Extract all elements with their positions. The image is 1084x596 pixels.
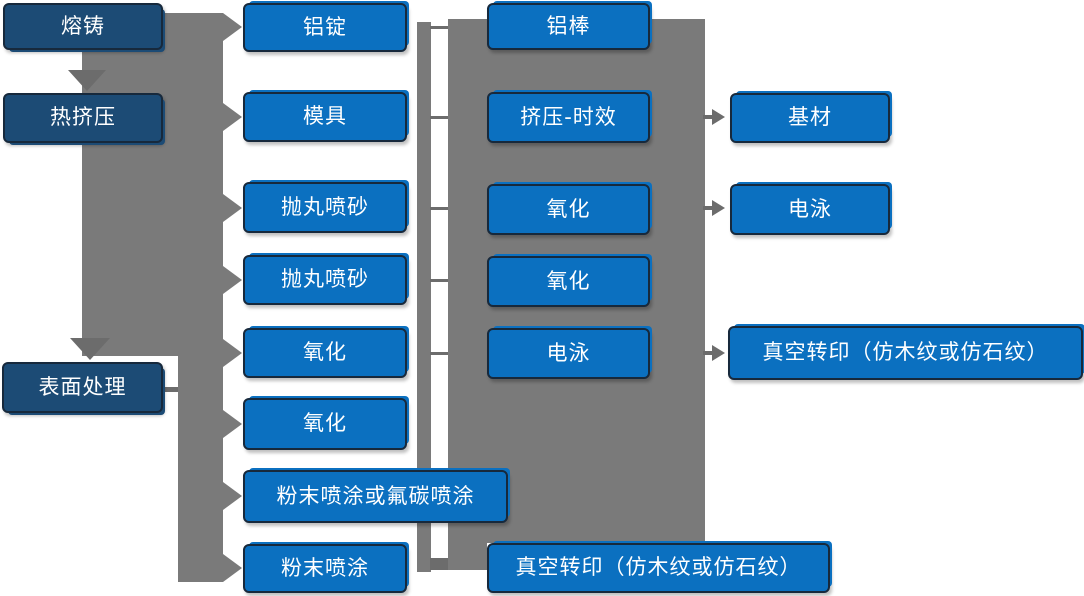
node-oxidation-c: 氧化 [487,184,650,235]
node-vacuum-transfer-a: 真空转印（仿木纹或仿石纹） [487,543,830,593]
node-powder-coating: 粉末喷涂 [243,544,407,593]
arrow-right-row2-icon [223,103,242,131]
link-row8 [430,558,448,570]
node-electrophoresis-a: 电泳 [487,328,650,379]
flow-band-merge [417,22,431,572]
arrow-right-row7-icon [223,482,242,510]
arrow-tail-electrophoresis [703,206,714,210]
node-substrate: 基材 [730,93,890,143]
node-mold: 模具 [243,92,407,142]
arrow-to-substrate-icon [712,109,725,125]
node-shot-blast-1: 抛丸喷砂 [243,182,407,233]
arrow-right-row3-icon [223,194,242,222]
node-surface-treatment: 表面处理 [2,362,163,413]
node-powder-or-fluorocarbon-coating: 粉末喷涂或氟碳喷涂 [243,470,508,523]
link-row5 [430,352,448,355]
link-row2 [430,116,448,119]
arrow-tail-substrate [703,115,714,119]
flow-band-stage1 [82,13,223,356]
node-oxidation-b: 氧化 [243,398,407,450]
flow-band-surface [178,356,223,582]
arrow-to-vacuum-transfer-icon [712,345,725,361]
arrow-right-row8-icon [223,554,242,582]
node-oxidation-d: 氧化 [487,256,650,307]
arrow-right-row1-icon [223,13,242,41]
link-row4 [430,279,448,282]
node-oxidation-a: 氧化 [243,328,407,378]
node-shot-blast-2: 抛丸喷砂 [243,255,407,305]
node-melt-casting: 熔铸 [3,3,163,50]
link-row3 [430,207,448,210]
node-hot-extrusion: 热挤压 [3,93,163,143]
arrow-right-row5-icon [223,339,242,367]
node-extrusion-aging: 挤压-时效 [487,92,650,143]
node-aluminum-rod: 铝棒 [487,3,650,50]
node-electrophoresis-b: 电泳 [730,184,890,235]
arrow-to-electrophoresis-icon [712,200,725,216]
connector-surface-treatment [163,387,178,392]
node-aluminum-ingot: 铝锭 [243,3,407,52]
arrow-right-row4-icon [223,266,242,294]
flow-tab-bottom [448,543,487,570]
link-row1 [430,26,448,29]
arrow-tail-vacuum-transfer [703,351,714,355]
node-vacuum-transfer-b: 真空转印（仿木纹或仿石纹） [728,326,1083,380]
arrow-right-row6-icon [223,410,242,438]
